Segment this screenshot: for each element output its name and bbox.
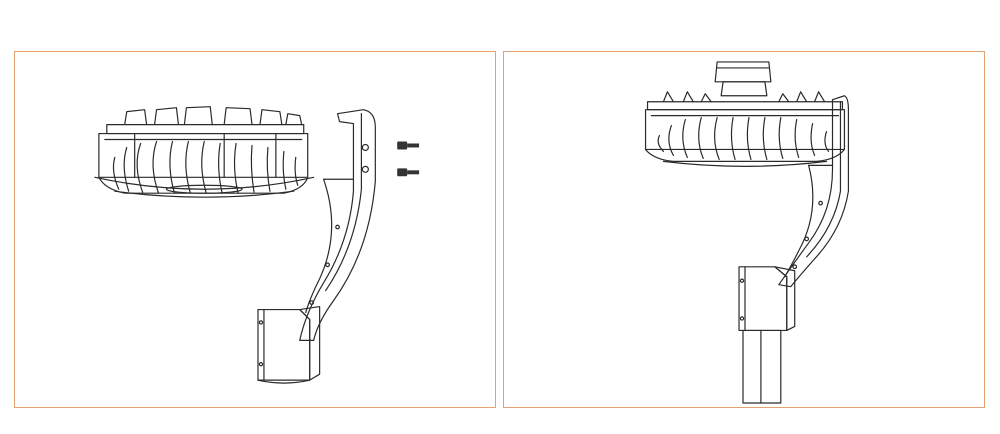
panel-step-1 xyxy=(14,51,496,408)
heatsink-fins-icon xyxy=(112,140,299,194)
assembled-diagram xyxy=(644,61,850,404)
top-fins-icon xyxy=(662,91,826,103)
panel-step-2 xyxy=(503,51,985,408)
photocell-sensor-icon xyxy=(714,61,772,97)
mounting-arm-icon xyxy=(778,95,850,288)
hex-screw-icon xyxy=(397,141,420,177)
luminaire-head-icon xyxy=(94,106,315,198)
top-fins-icon xyxy=(124,106,303,126)
mounting-arm-icon xyxy=(299,109,376,341)
luminaire-head-icon xyxy=(644,91,846,167)
exploded-diagram xyxy=(94,106,420,384)
heatsink-fins-icon xyxy=(657,117,830,160)
round-pole-icon xyxy=(742,329,782,404)
slip-fitter-icon xyxy=(738,266,796,332)
slip-fitter-icon xyxy=(257,305,321,384)
